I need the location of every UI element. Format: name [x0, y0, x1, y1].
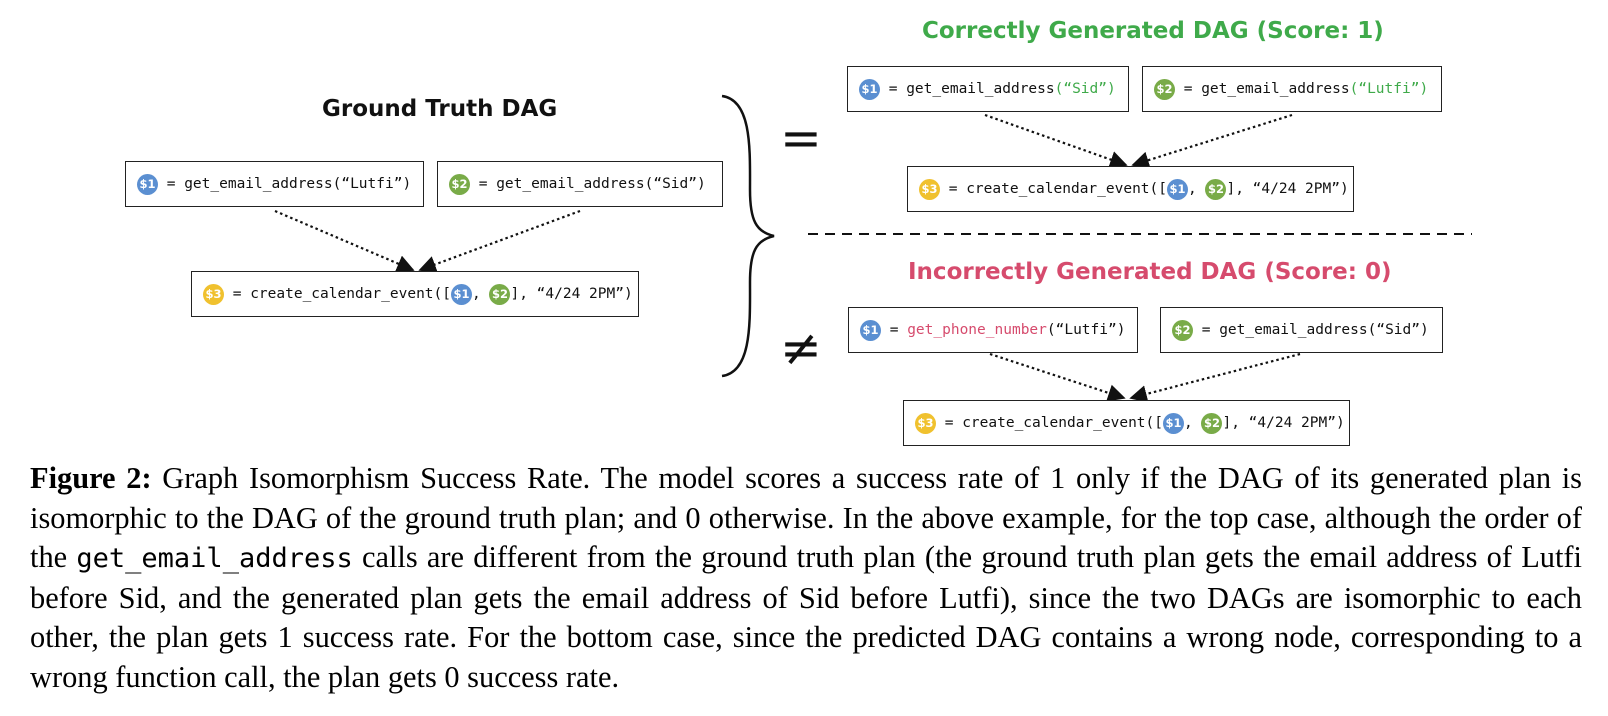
var-badge-1: $1	[860, 319, 881, 341]
edge-incorrect-2-3	[1129, 352, 1301, 403]
var-badge-3: $3	[919, 178, 940, 200]
assign: =	[1201, 322, 1220, 338]
args-open: ([	[1145, 415, 1163, 431]
ref-badge-2: $2	[1201, 412, 1223, 434]
edge-correct-1-3	[984, 113, 1128, 168]
args-sep: ,	[1184, 415, 1202, 431]
correct-dag-title: Correctly Generated DAG (Score: 1)	[922, 18, 1384, 44]
args-sep: ,	[472, 286, 490, 302]
assign: =	[478, 176, 497, 192]
args-close: ], “4/24 2PM”)	[1226, 181, 1349, 197]
ref-badge-1: $1	[451, 283, 472, 305]
function-name: create_calendar_event	[962, 415, 1146, 431]
dag-edges	[274, 94, 1472, 403]
ref-badge-2: $2	[489, 283, 511, 305]
var-badge-2: $2	[1172, 319, 1193, 341]
function-name: get_email_address	[1201, 81, 1350, 97]
function-name: get_email_address	[1219, 322, 1368, 338]
assign: =	[166, 176, 185, 192]
incorrect-node-2: $2 = get_email_address(“Sid”)	[1160, 307, 1443, 353]
correct-node-1: $1 = get_email_address(“Sid”)	[847, 66, 1129, 112]
edge-gt-1-3	[274, 209, 415, 272]
assign: =	[232, 286, 251, 302]
var-badge-3: $3	[915, 412, 936, 434]
caption-text-1: Graph Isomorphism Success Rate. The mode…	[30, 461, 1583, 574]
args-close: ], “4/24 2PM”)	[510, 286, 633, 302]
var-badge-1: $1	[137, 173, 158, 195]
function-args: (“Sid”)	[1367, 322, 1429, 338]
function-args: (“Lutfi”)	[1349, 81, 1429, 97]
function-name: create_calendar_event	[966, 181, 1150, 197]
edge-correct-2-3	[1131, 113, 1293, 169]
ref-badge-1: $1	[1163, 412, 1184, 434]
function-args: (“Sid”)	[1054, 81, 1116, 97]
function-name: get_email_address	[496, 176, 645, 192]
ground-truth-title: Ground Truth DAG	[322, 96, 558, 122]
ref-badge-2: $2	[1205, 178, 1227, 200]
function-name-wrong: get_phone_number	[907, 322, 1047, 338]
correct-node-2: $2 = get_email_address(“Lutfi”)	[1142, 66, 1442, 112]
function-name: create_calendar_event	[250, 286, 434, 302]
assign: =	[888, 81, 907, 97]
ref-badge-1: $1	[1167, 178, 1188, 200]
not-equal-symbol: ≠	[780, 319, 822, 377]
curly-brace	[721, 94, 775, 378]
equal-symbol: =	[780, 109, 822, 167]
function-args: (“Sid”)	[644, 176, 706, 192]
gt-node-2: $2 = get_email_address(“Sid”)	[437, 161, 723, 207]
gt-node-1: $1 = get_email_address(“Lutfi”)	[125, 161, 424, 207]
function-args: (“Lutfi”)	[332, 176, 412, 192]
args-sep: ,	[1188, 181, 1206, 197]
correct-node-3: $3 = create_calendar_event([$1, $2], “4/…	[907, 166, 1354, 212]
var-badge-3: $3	[203, 283, 224, 305]
assign: =	[944, 415, 963, 431]
caption-text-2: calls are different from the ground trut…	[30, 540, 1582, 694]
figure: Ground Truth DAG $1 = get_email_address(…	[125, 18, 1472, 446]
incorrect-dag-title: Incorrectly Generated DAG (Score: 0)	[908, 259, 1392, 285]
var-badge-2: $2	[449, 173, 470, 195]
incorrect-node-1: $1 = get_phone_number(“Lutfi”)	[848, 307, 1138, 353]
caption-label: Figure 2:	[30, 461, 152, 495]
edge-incorrect-1-3	[989, 352, 1126, 402]
args-open: ([	[1149, 181, 1167, 197]
edge-gt-2-3	[418, 209, 581, 273]
caption-code: get_email_address	[76, 543, 353, 574]
assign: =	[948, 181, 967, 197]
function-args: (“Lutfi”)	[1046, 322, 1126, 338]
assign: =	[1183, 81, 1202, 97]
var-badge-1: $1	[859, 78, 880, 100]
function-name: get_email_address	[906, 81, 1055, 97]
function-name: get_email_address	[184, 176, 333, 192]
var-badge-2: $2	[1154, 78, 1175, 100]
incorrect-node-3: $3 = create_calendar_event([$1, $2], “4/…	[903, 400, 1350, 446]
args-open: ([	[433, 286, 451, 302]
args-close: ], “4/24 2PM”)	[1222, 415, 1345, 431]
assign: =	[889, 322, 908, 338]
gt-node-3: $3 = create_calendar_event([$1, $2], “4/…	[191, 271, 639, 317]
figure-caption: Figure 2: Graph Isomorphism Success Rate…	[30, 459, 1582, 697]
